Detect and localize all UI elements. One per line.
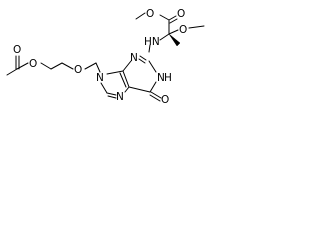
bond-ch2-n9 — [95, 62, 101, 73]
atom-label-n3: N — [130, 52, 138, 64]
bond-ether-ch2 — [84, 62, 97, 70]
bond-n9-c8 — [100, 82, 108, 94]
bond-carbonyl-oester — [159, 14, 170, 21]
atom-label-o-ether: O — [74, 64, 82, 76]
atom-label-nh-amino: HN — [144, 36, 160, 48]
atom-label-o-ester-carbonyl: O — [177, 8, 185, 20]
wedge-bond-methyl — [168, 33, 181, 47]
atom-label-h-n1: H — [164, 72, 172, 84]
bond-nh-cq — [159, 33, 170, 41]
atom-label-n1: N — [157, 72, 165, 84]
bond-ester-ch2 — [40, 62, 52, 70]
bond-c8-n7-double — [107, 95, 117, 99]
bond-oester-methyl — [135, 12, 146, 20]
bond-c6-o-double — [149, 94, 161, 102]
atom-label-n9: N — [96, 72, 104, 84]
bond-c8-n7 — [106, 92, 117, 96]
bond-ester-carbonyl-double — [169, 18, 178, 24]
bond-n7-c5 — [124, 86, 130, 93]
bond-acetyl-ester — [16, 62, 29, 70]
bond-c6-c5 — [128, 86, 151, 93]
atom-label-o-c6: O — [161, 94, 169, 106]
chemical-structure: O O O N N N N H O HN O O O — [6, 8, 205, 106]
bond-ester-carbonyl — [168, 15, 177, 21]
bond-omethoxy-methyl — [188, 25, 205, 29]
bond-n9-c4 — [106, 70, 124, 75]
bond-c2-nh — [148, 44, 151, 53]
bond-c4-n3 — [122, 60, 132, 72]
atom-label-o-methoxy: O — [179, 24, 187, 36]
atom-label-o-acetyl-carbonyl: O — [13, 44, 21, 56]
bond-n1-c6 — [149, 81, 157, 93]
bond-ethylene — [50, 62, 63, 70]
bond-n3-c2 — [139, 55, 147, 61]
bond-cq-omethoxy — [168, 29, 179, 35]
bond-n3-c2-double — [138, 58, 146, 64]
atom-label-o-methyl-ester: O — [146, 8, 154, 20]
bond-c2-n1 — [148, 60, 157, 73]
atom-label-o-acetyl-ester: O — [29, 58, 37, 70]
bond-c4-c5-double — [119, 72, 127, 88]
bond-c6-o — [150, 91, 162, 99]
bond-acetyl-methyl — [6, 68, 18, 76]
atom-label-n7: N — [116, 91, 124, 103]
atom-labels: O O O N N N N H O HN O O O — [13, 8, 187, 106]
bond-lines — [6, 12, 205, 102]
bond-ch2-ether — [61, 62, 74, 70]
bond-c4-c5 — [122, 70, 130, 88]
